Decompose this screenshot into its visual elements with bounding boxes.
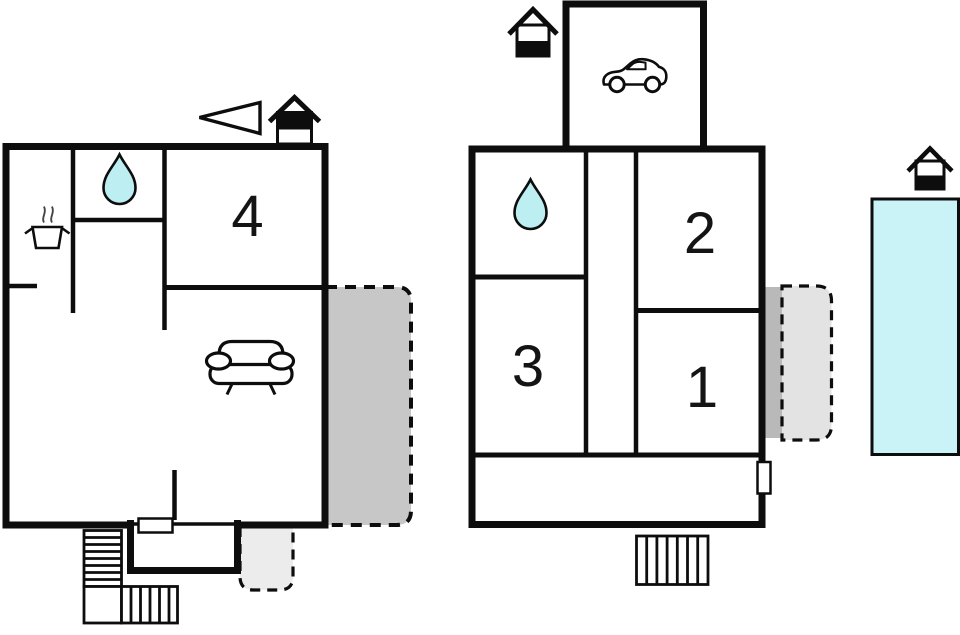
- ground-floor-stairs: [635, 534, 710, 586]
- upper-floor-stairs: [82, 529, 179, 625]
- room-label-2: 2: [684, 201, 716, 266]
- house-icon-carport: [507, 5, 559, 58]
- stair-landing: [82, 585, 123, 625]
- north-arrow-icon: [199, 100, 262, 136]
- outdoor-areas: [238, 197, 960, 592]
- ground-floor-interior-walls: [472, 150, 759, 458]
- room-label-4: 4: [231, 184, 263, 249]
- upper-floor-interior-walls: [3, 146, 325, 524]
- side-terrace: [780, 284, 834, 442]
- room-label-1: 1: [686, 355, 718, 420]
- side-terrace-step: [764, 287, 785, 438]
- ground-floor-door: [756, 460, 772, 495]
- cooking-pot-icon: [24, 206, 71, 250]
- room-label-3: 3: [512, 334, 544, 399]
- stair-flight: [635, 534, 710, 586]
- entry-patio: [238, 527, 295, 592]
- house-icon-pool: [906, 145, 954, 191]
- water-drop-icon-ground: [513, 176, 548, 231]
- water-drop-icon-upper: [102, 151, 137, 206]
- main-terrace: [326, 285, 413, 527]
- house-icon-upper-floor: [267, 94, 322, 146]
- sofa-icon: [204, 339, 296, 396]
- upper-floor-door: [137, 517, 174, 534]
- car-icon: [602, 57, 668, 94]
- swimming-pool: [870, 197, 960, 456]
